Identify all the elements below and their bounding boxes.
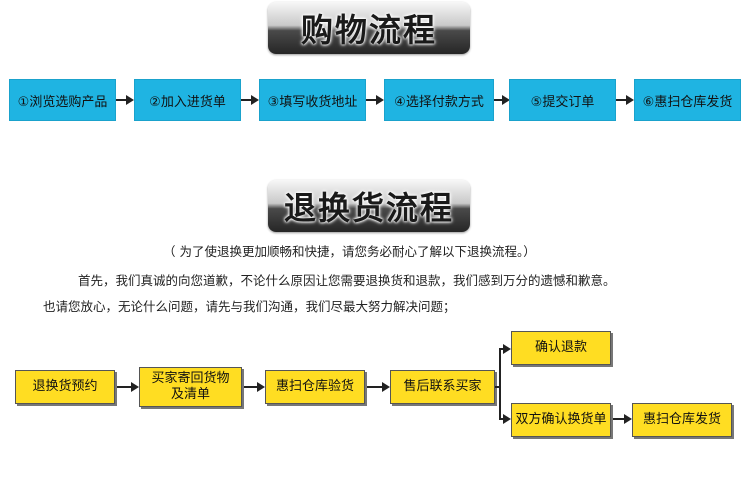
purchase-step-2: ②加入进货单 (134, 79, 241, 121)
arrow-head-icon (503, 344, 511, 354)
arrow-head-icon (257, 382, 265, 392)
arrow-connector (241, 99, 253, 101)
returns-note: （ 为了使退换更加顺畅和快捷，请您务必耐心了解以下退换流程。） (163, 244, 536, 259)
branch-connector (495, 386, 501, 388)
warehouse-inspect-box: 惠扫仓库验货 (265, 370, 365, 404)
buyer-ship-back-box: 买家寄回货物 及清单 (139, 367, 242, 407)
arrow-connector (366, 99, 378, 101)
returns-title: 退换货流程 (268, 180, 470, 232)
arrow-head-icon (251, 95, 259, 105)
buyer-ship-back-line1: 买家寄回货物 (151, 371, 230, 386)
purchase-step-1: ①浏览选购产品 (9, 79, 116, 121)
confirm-refund-box: 确认退款 (511, 331, 611, 365)
buyer-ship-back-line2: 及清单 (170, 387, 210, 402)
warehouse-ship-box: 惠扫仓库发货 (632, 403, 732, 437)
purchase-title: 购物流程 (268, 2, 470, 54)
apology-paragraph: 首先，我们真诚的向您道歉，不论什么原因让您需要退换货和退款，我们感到万分的遗憾和… (78, 273, 616, 288)
arrow-connector (613, 418, 625, 420)
arrow-head-icon (502, 95, 510, 105)
arrow-head-icon (131, 382, 139, 392)
after-sales-contact-box: 售后联系买家 (390, 370, 495, 404)
arrow-connector (616, 99, 628, 101)
arrow-head-icon (626, 95, 634, 105)
arrow-connector (494, 99, 504, 101)
return-reservation-box: 退换货预约 (15, 370, 115, 404)
assurance-paragraph: 也请您放心，无论什么问题，请先与我们沟通，我们尽最大努力解决问题； (43, 299, 456, 314)
arrow-head-icon (503, 414, 511, 424)
arrow-head-icon (382, 382, 390, 392)
arrow-connector (244, 386, 258, 388)
confirm-exchange-box: 双方确认换货单 (511, 403, 611, 437)
purchase-step-3: ③填写收货地址 (259, 79, 366, 121)
arrow-connector (499, 418, 505, 420)
arrow-connector (499, 348, 505, 350)
arrow-head-icon (126, 95, 134, 105)
arrow-connector (117, 386, 133, 388)
purchase-step-4: ④选择付款方式 (384, 79, 494, 121)
arrow-connector (367, 386, 383, 388)
arrow-head-icon (624, 414, 632, 424)
arrow-connector (116, 99, 128, 101)
purchase-step-5: ⑤提交订单 (509, 79, 616, 121)
purchase-step-6: ⑥惠扫仓库发货 (634, 79, 741, 121)
arrow-head-icon (376, 95, 384, 105)
branch-connector (499, 348, 501, 420)
